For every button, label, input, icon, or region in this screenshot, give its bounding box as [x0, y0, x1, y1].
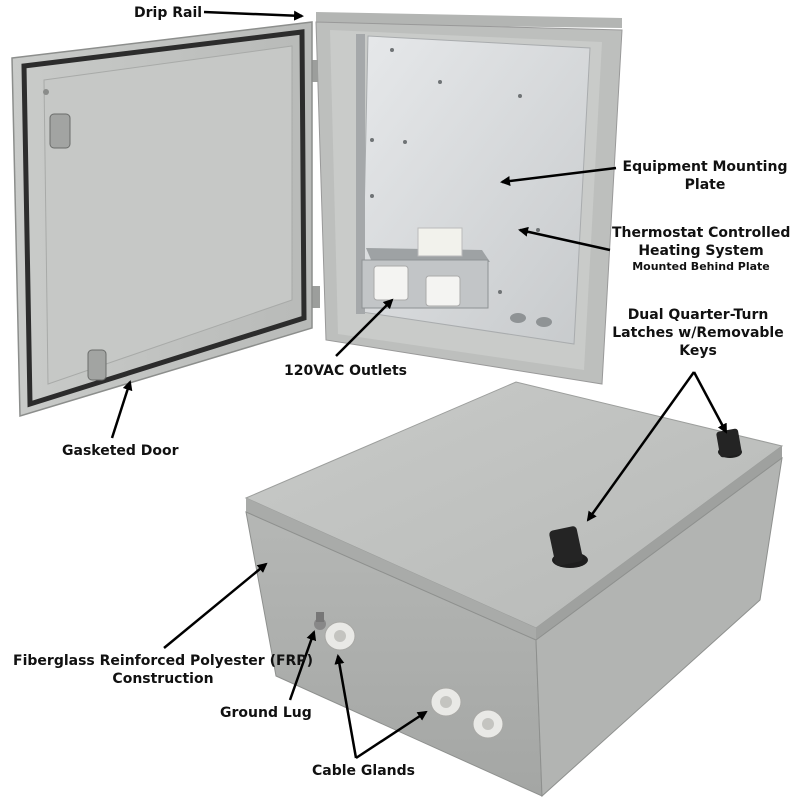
label-equipment-mounting-plate: Equipment Mounting Plate [620, 158, 790, 194]
label-gasketed-door: Gasketed Door [62, 443, 179, 459]
label-thermostat-note: Mounted Behind Plate [632, 260, 770, 273]
enclosure-lid-rim-right [536, 446, 782, 640]
cable-gland [472, 709, 504, 739]
arrow-thermostat [518, 226, 611, 252]
door-latch-top [49, 113, 71, 149]
open-enclosure [11, 12, 623, 418]
arrow-ground-lug [288, 630, 317, 701]
door-screw [43, 89, 49, 95]
cable-gland [324, 621, 356, 651]
arrow-outlets [335, 298, 394, 357]
label-equipment-mounting-plate-line2: Plate [684, 177, 726, 193]
cable-hole [536, 317, 552, 327]
label-dual-latches-line1: Dual Quarter-Turn [627, 307, 769, 323]
arrow-frp [163, 562, 268, 649]
outlet-left [373, 265, 409, 301]
door-gasket [21, 29, 307, 408]
ground-lug [314, 612, 326, 630]
arrow-latch-front [586, 371, 696, 522]
label-drip-rail: Drip Rail [134, 5, 203, 21]
din-rail [356, 34, 365, 314]
closed-enclosure [244, 381, 784, 798]
label-frp-line1: Fiberglass Reinforced Polyester (FRP) [13, 653, 313, 669]
mounting-holes [370, 48, 540, 294]
quarter-turn-latch-front [549, 526, 588, 568]
label-equipment-mounting-plate-line1: Equipment Mounting [622, 159, 788, 175]
label-frp-line2: Construction [112, 671, 214, 687]
arrow-gland-right [355, 710, 428, 760]
label-ground-lug: Ground Lug [220, 705, 312, 721]
arrow-mounting-plate [500, 166, 617, 186]
hinge [312, 286, 320, 308]
arrow-latch-back [692, 371, 728, 434]
label-cable-glands: Cable Glands [312, 763, 415, 779]
arrow-drip-rail [203, 10, 304, 21]
hinge [310, 60, 318, 82]
label-thermostat-line1: Thermostat Controlled [612, 225, 791, 241]
enclosure-lid-rim [246, 498, 536, 640]
label-dual-latches: Dual Quarter-Turn Latches w/Removable Ke… [610, 306, 786, 360]
label-120vac-outlets: 120VAC Outlets [284, 363, 407, 379]
door-latch-bottom [87, 349, 107, 381]
arrow-gasketed-door [110, 380, 133, 439]
arrow-gland-left [334, 654, 358, 759]
label-thermostat-line2: Heating System [638, 243, 764, 259]
enclosure-side [535, 456, 783, 798]
cable-gland [430, 687, 462, 717]
label-dual-latches-line2: Latches w/Removable [612, 325, 784, 341]
thermostat-label [417, 227, 463, 257]
callout-arrows [110, 10, 728, 760]
cable-hole [510, 313, 526, 323]
label-dual-latches-line3: Keys [679, 343, 717, 359]
outlet-right [425, 275, 461, 307]
quarter-turn-latch-back [716, 428, 742, 458]
label-frp-construction: Fiberglass Reinforced Polyester (FRP) Co… [6, 652, 320, 688]
label-thermostat-heating: Thermostat Controlled Heating System Mou… [612, 224, 790, 274]
door-inner-panel [43, 45, 293, 385]
